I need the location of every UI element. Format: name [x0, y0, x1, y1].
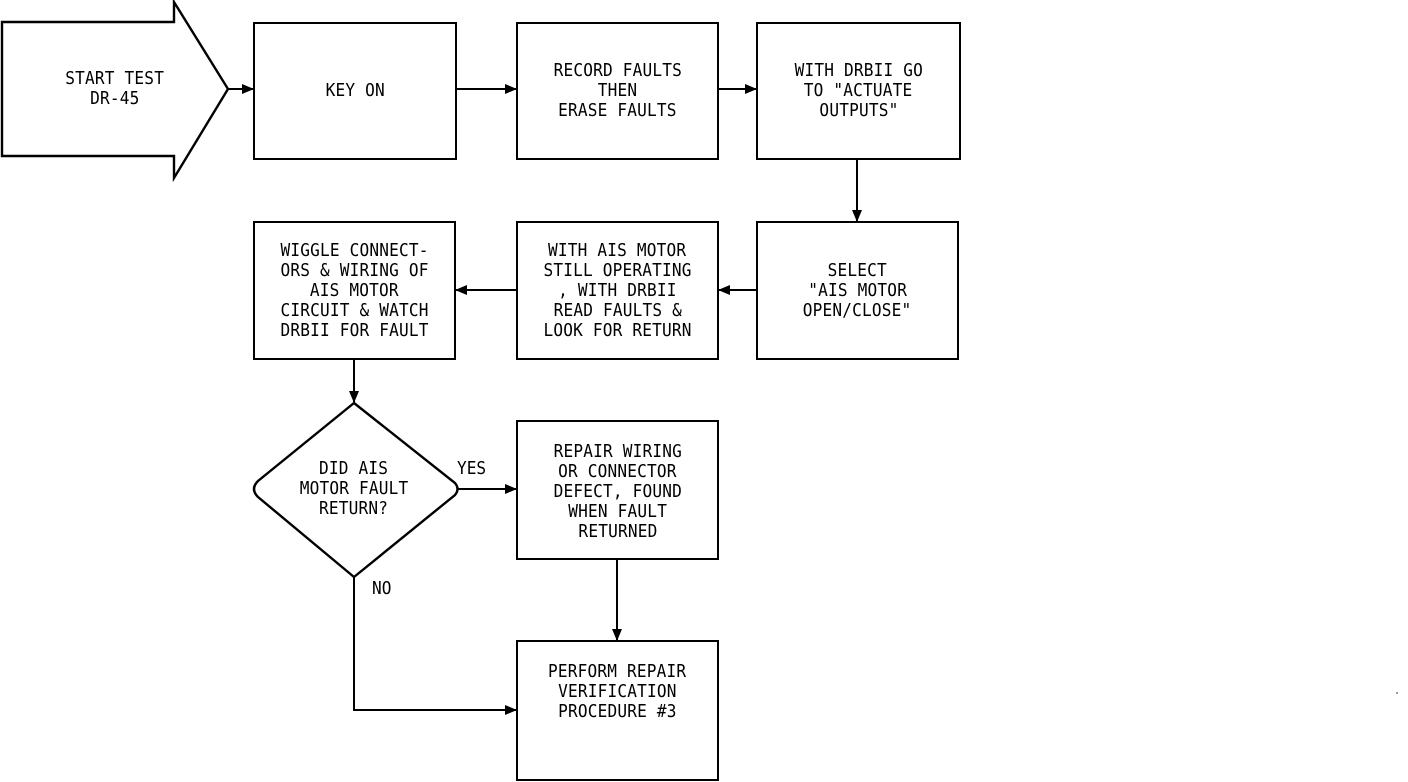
verify-box: PERFORM REPAIR VERIFICATION PROCEDURE #3	[516, 640, 719, 781]
repair-line: RETURNED	[577, 522, 658, 542]
read-faults-line: LOOK FOR RETURN	[543, 320, 692, 341]
start-line: DR-45	[90, 89, 140, 109]
repair-line: DEFECT, FOUND	[553, 482, 682, 502]
wiggle-line: WIGGLE CONNECT-	[280, 240, 429, 261]
start-arrow-shape	[0, 0, 230, 183]
read-faults-line: STILL OPERATING	[543, 260, 692, 281]
arrow-decision-no-to-verify	[353, 577, 517, 715]
read-faults-line: , WITH DRBII	[558, 280, 677, 301]
actuate-outputs-line: OUTPUTS"	[818, 101, 899, 121]
decision-line: DID AIS	[319, 459, 389, 479]
start-line: START TEST	[65, 69, 165, 89]
actuate-outputs-box: WITH DRBII GO TO "ACTUATE OUTPUTS"	[756, 22, 961, 160]
read-faults-box: WITH AIS MOTOR STILL OPERATING , WITH DR…	[516, 221, 719, 360]
verify-line: PROCEDURE #3	[558, 702, 677, 722]
record-faults-line: THEN	[597, 81, 638, 101]
start-node: START TEST DR-45	[20, 22, 210, 156]
actuate-outputs-line: WITH DRBII GO	[794, 61, 923, 81]
select-motor-line: OPEN/CLOSE"	[803, 300, 912, 321]
actuate-outputs-line: TO "ACTUATE	[804, 81, 913, 101]
no-label: NO	[372, 579, 392, 599]
read-faults-line: READ FAULTS &	[553, 300, 682, 321]
repair-line: WHEN FAULT	[568, 502, 667, 522]
record-faults-line: RECORD FAULTS	[553, 61, 682, 81]
key-on-line: KEY ON	[325, 81, 385, 101]
select-motor-line: SELECT	[827, 260, 888, 281]
decision-line: RETURN?	[319, 499, 389, 519]
select-motor-box: SELECT "AIS MOTOR OPEN/CLOSE"	[756, 221, 959, 360]
wiggle-connectors-box: WIGGLE CONNECT- ORS & WIRING OF AIS MOTO…	[253, 221, 456, 360]
repair-line: OR CONNECTOR	[558, 462, 677, 482]
wiggle-line: DRBII FOR FAULT	[280, 320, 429, 341]
select-motor-line: "AIS MOTOR	[808, 280, 907, 301]
wiggle-line: ORS & WIRING OF	[280, 260, 429, 281]
repair-box: REPAIR WIRING OR CONNECTOR DEFECT, FOUND…	[516, 420, 719, 560]
wiggle-line: AIS MOTOR	[310, 280, 399, 301]
record-faults-box: RECORD FAULTS THEN ERASE FAULTS	[516, 22, 719, 160]
stray-dot	[1396, 692, 1398, 694]
verify-line: VERIFICATION	[558, 682, 677, 702]
yes-label: YES	[457, 459, 487, 479]
read-faults-line: WITH AIS MOTOR	[548, 240, 687, 261]
record-faults-line: ERASE FAULTS	[558, 101, 677, 121]
decision-line: MOTOR FAULT	[299, 479, 409, 499]
wiggle-line: CIRCUIT & WATCH	[280, 300, 429, 321]
decision-text: DID AIS MOTOR FAULT RETURN?	[274, 450, 434, 528]
key-on-box: KEY ON	[253, 22, 457, 160]
repair-line: REPAIR WIRING	[553, 442, 682, 462]
verify-line: PERFORM REPAIR	[548, 662, 687, 682]
